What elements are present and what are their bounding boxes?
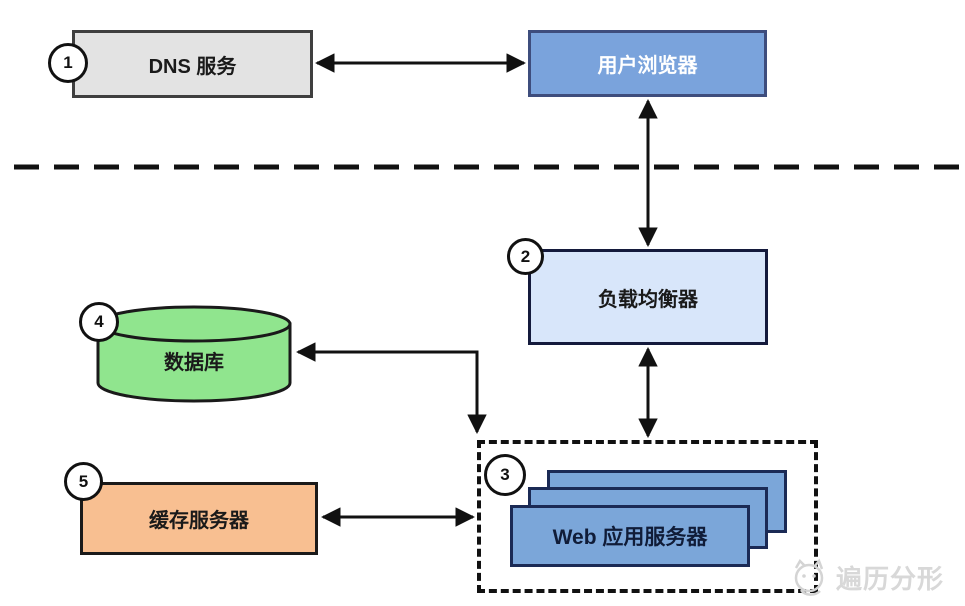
- node-database: [95, 303, 293, 405]
- node-load-balancer: 负载均衡器: [528, 249, 768, 345]
- step-badge-5-number: 5: [78, 471, 89, 491]
- node-cache-server: 缓存服务器: [80, 482, 318, 555]
- web-servers-group-boundary: [477, 440, 818, 593]
- database-label: 数据库: [164, 351, 224, 374]
- web-servers-label: Web 应用服务器: [552, 526, 708, 549]
- watermark-text: 遍历分形: [836, 563, 945, 594]
- step-badge-2-number: 2: [520, 246, 531, 266]
- step-badge-3: 3: [484, 454, 526, 496]
- step-badge-5: 5: [64, 462, 103, 501]
- load-balancer-label: 负载均衡器: [598, 288, 698, 311]
- node-user-browser: 用户浏览器: [528, 30, 767, 97]
- step-badge-3-number: 3: [500, 465, 510, 484]
- user-browser-label: 用户浏览器: [597, 55, 698, 77]
- watermark: 遍历分形: [788, 556, 944, 598]
- database-cylinder-icon: [96, 305, 292, 403]
- arrow-webservers-database: [296, 342, 487, 434]
- dns-service-label: DNS 服务: [148, 55, 237, 78]
- web-server-box-front: Web 应用服务器: [510, 505, 750, 567]
- node-dns-service: DNS 服务: [72, 30, 313, 98]
- watermark-logo-icon: [794, 558, 824, 596]
- step-badge-1: 1: [48, 43, 88, 83]
- step-badge-4: 4: [79, 302, 119, 342]
- step-badge-1-number: 1: [63, 53, 73, 72]
- cache-server-label: 缓存服务器: [149, 510, 249, 532]
- step-badge-2: 2: [507, 238, 544, 275]
- step-badge-4-number: 4: [94, 312, 104, 331]
